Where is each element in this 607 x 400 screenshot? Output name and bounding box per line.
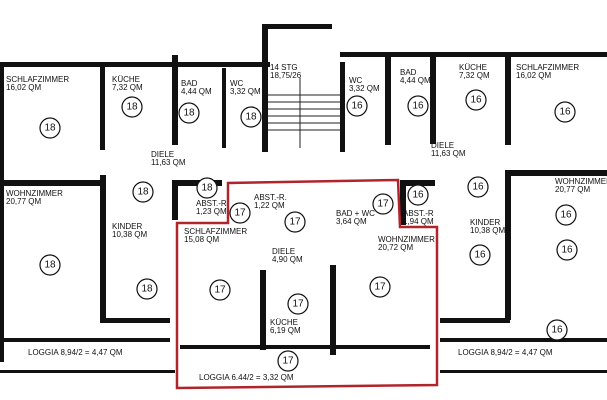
unit-number-circle [136, 278, 158, 300]
unit-number: 17 [374, 282, 386, 293]
unit-number: 17 [289, 217, 301, 228]
unit-number-circle [178, 102, 200, 124]
unit-number-circle [554, 101, 576, 123]
unit-number: 16 [412, 101, 424, 112]
unit-number-circle [369, 276, 391, 298]
unit-number: 16 [470, 95, 482, 106]
loggia-label: LOGGIA 8,94/2 = 4,47 QM [28, 348, 123, 357]
walls [0, 24, 607, 373]
unit-number: 18 [245, 112, 257, 123]
unit-number: 16 [551, 325, 563, 336]
unit-number: 18 [141, 284, 153, 295]
unit-number: 16 [559, 107, 571, 118]
unit-number-circle [132, 181, 154, 203]
unit-number-circle [287, 293, 309, 315]
unit-number: 18 [126, 102, 138, 113]
unit-number-circle [407, 95, 429, 117]
unit-number: 16 [351, 101, 363, 112]
unit-number: 17 [214, 285, 226, 296]
unit-number: 17 [377, 199, 389, 210]
unit-number-circle [555, 204, 577, 226]
unit-number: 17 [292, 299, 304, 310]
unit-markers: 18 18 18 18 18 18 18 18 17 17 17 17 17 17 17 16 16 16 16 16… [39, 89, 578, 372]
unit-number-circle [209, 279, 231, 301]
unit-number-circle [39, 117, 61, 139]
unit-number: 17 [234, 208, 246, 219]
unit-number-circle [277, 350, 299, 372]
unit-number-circle [556, 239, 578, 261]
unit-number: 17 [282, 356, 294, 367]
unit-number-circle [346, 95, 368, 117]
unit-number: 18 [201, 183, 213, 194]
unit-number-circle [546, 319, 568, 341]
unit-number: 16 [412, 190, 424, 201]
stair-lines [268, 78, 340, 148]
unit-number: 18 [183, 108, 195, 119]
loggia-label: LOGGIA 6.44/2 = 3,32 QM [199, 373, 294, 382]
unit-number-circle [240, 106, 262, 128]
highlighted-unit-outline [175, 178, 439, 390]
unit-number-circle [407, 184, 429, 206]
unit-number-circle [465, 89, 487, 111]
unit-number: 16 [561, 245, 573, 256]
unit-number: 16 [560, 210, 572, 221]
unit-number: 16 [474, 250, 486, 261]
unit-number: 16 [472, 182, 484, 193]
room-label: ABST.-R.1,22 QM [254, 193, 287, 210]
unit-number: 18 [44, 123, 56, 134]
unit-number: 18 [44, 260, 56, 271]
loggia-label: LOGGIA 8,94/2 = 4,47 QM [458, 348, 553, 357]
unit-number: 18 [137, 187, 149, 198]
unit-number-circle [121, 96, 143, 118]
unit-number-circle [39, 254, 61, 276]
unit-number-circle [229, 202, 251, 224]
unit-number-circle [284, 211, 306, 233]
unit-number-circle [467, 176, 489, 198]
unit-number-circle [196, 177, 218, 199]
unit-number-circle [469, 244, 491, 266]
unit-number-circle [372, 193, 394, 215]
